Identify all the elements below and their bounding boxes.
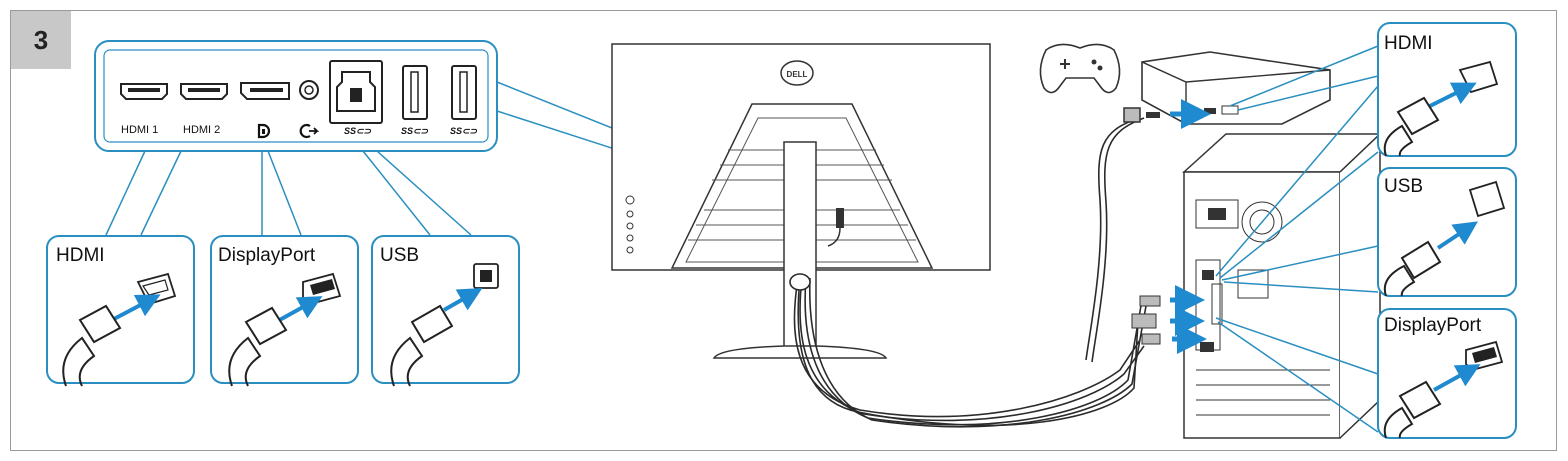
svg-text:DELL: DELL xyxy=(787,70,808,79)
right-callout-title-hdmi: HDMI xyxy=(1384,33,1433,54)
cable-bundle xyxy=(789,117,1147,428)
audio-out-port-icon xyxy=(299,80,319,100)
desktop-tower-icon xyxy=(1131,132,1382,439)
right-callout-title-usb: USB xyxy=(1384,176,1424,197)
usb-a-port-icon xyxy=(402,65,428,120)
gamepad-icon xyxy=(1039,43,1121,94)
superspeed-usb-symbol-icon: SS⊂⊃ xyxy=(450,126,478,136)
usb-b-upstream-port-icon xyxy=(329,60,383,124)
hdmi-2-port-icon xyxy=(180,83,228,100)
port-panel: SS⊂⊃ SS⊂⊃ SS⊂⊃ xyxy=(94,40,498,152)
left-callout-usb xyxy=(371,235,520,387)
hdmi-1-port-icon xyxy=(120,83,168,100)
port-label-hdmi-1: HDMI 1 xyxy=(121,124,159,136)
superspeed-usb-symbol-icon: SS⊂⊃ xyxy=(401,126,429,136)
displayport-port-icon xyxy=(240,82,290,100)
right-callout-title-displayport: DisplayPort xyxy=(1384,315,1482,336)
superspeed-usb-symbol-icon: SS⊂⊃ xyxy=(344,126,372,136)
callout-leaders-right xyxy=(1215,45,1379,433)
left-callout-title-hdmi: HDMI xyxy=(56,245,105,266)
left-callout-hdmi xyxy=(46,235,195,387)
hdmi-plug-icon xyxy=(1123,107,1141,123)
right-callout-hdmi xyxy=(1377,22,1517,157)
monitor-rear-icon: DELL xyxy=(611,43,991,359)
port-label-hdmi-2: HDMI 2 xyxy=(183,124,221,136)
displayport-symbol-icon xyxy=(257,123,271,139)
step-number: 3 xyxy=(11,11,71,69)
dell-logo-icon xyxy=(780,60,814,86)
game-console-icon xyxy=(1123,51,1331,129)
right-callout-displayport xyxy=(1377,308,1517,439)
left-callout-title-displayport: DisplayPort xyxy=(218,245,316,266)
headphone-symbol-icon xyxy=(299,123,320,139)
usb-a-port-icon xyxy=(451,65,477,120)
right-callout-usb xyxy=(1377,167,1517,297)
diagram-frame xyxy=(10,10,1557,451)
left-callout-title-usb: USB xyxy=(380,245,420,266)
left-callout-displayport xyxy=(210,235,359,387)
